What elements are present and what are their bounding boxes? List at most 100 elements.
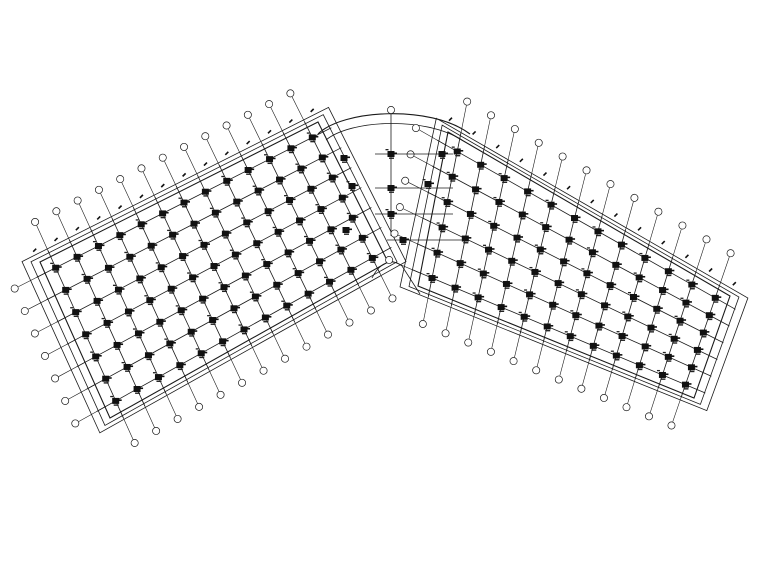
axis-bubble: [463, 97, 472, 106]
column-tag: [573, 318, 579, 321]
column-tag: [627, 291, 631, 294]
axis-leader: [601, 187, 610, 218]
column-marker: [612, 261, 622, 270]
column-block: [154, 374, 162, 381]
column-block: [130, 365, 134, 368]
column-tag: [595, 234, 601, 237]
column-marker: [346, 212, 359, 223]
column-tag: [116, 293, 122, 295]
column-block: [507, 176, 511, 179]
column-tag: [178, 197, 182, 199]
column-marker: [135, 219, 148, 230]
column-marker: [466, 210, 477, 219]
axis-bubble: [600, 394, 608, 402]
column-marker: [261, 259, 273, 269]
column-tag: [124, 251, 128, 254]
column-block: [560, 258, 568, 265]
column-tag: [389, 157, 394, 159]
column-tag: [253, 300, 259, 302]
column-tag: [385, 209, 389, 211]
grid-axis-line: [542, 201, 579, 343]
column-block: [251, 168, 255, 171]
column-tag: [170, 238, 176, 240]
column-block: [589, 271, 593, 274]
column-tag: [177, 368, 183, 371]
column-tag: [179, 313, 185, 316]
column-tag: [522, 320, 528, 322]
column-block: [440, 251, 444, 253]
column-block: [312, 239, 316, 242]
column-block: [445, 225, 449, 228]
column-block: [355, 216, 359, 218]
column-tag: [633, 272, 637, 274]
column-tag: [96, 249, 102, 251]
column-block: [347, 266, 355, 273]
column-marker: [595, 322, 605, 331]
column-block: [635, 274, 643, 281]
column-block: [653, 326, 657, 328]
grid-axis-line: [436, 139, 736, 310]
column-tag: [232, 311, 237, 314]
column-tag: [53, 271, 59, 273]
column-tag: [175, 305, 179, 307]
axis-leader: [627, 374, 637, 404]
axis-leader: [392, 261, 421, 274]
column-marker: [124, 251, 136, 262]
column-block: [258, 295, 262, 297]
dimension-tick: [708, 267, 713, 273]
column-marker: [281, 300, 293, 311]
column-block: [485, 246, 493, 253]
column-block: [233, 198, 241, 205]
column-tag: [164, 338, 168, 340]
column-marker: [136, 275, 146, 284]
column-block: [479, 270, 487, 277]
column-marker: [93, 297, 104, 306]
column-marker: [524, 188, 534, 197]
column-block: [647, 324, 655, 331]
column-tag: [50, 262, 54, 265]
axis-bubble: [61, 396, 70, 405]
column-tag: [584, 276, 590, 279]
column-marker: [179, 253, 189, 261]
column-block: [328, 174, 336, 181]
column-tag: [234, 205, 240, 207]
column-tag: [189, 335, 195, 337]
column-tag: [683, 388, 689, 390]
column-tag: [223, 237, 229, 239]
column-block: [100, 299, 104, 302]
grid-axis-line: [680, 284, 721, 398]
axis-leader: [423, 290, 430, 321]
column-block: [137, 221, 145, 228]
axis-leader: [491, 318, 499, 348]
column-block: [718, 296, 722, 298]
column-tag: [613, 268, 619, 270]
axis-leader: [248, 339, 263, 368]
column-marker: [229, 249, 242, 260]
column-tag: [545, 329, 551, 332]
column-block: [133, 385, 141, 392]
column-marker: [210, 263, 220, 271]
column-marker: [233, 198, 243, 207]
column-marker: [399, 237, 409, 245]
column-block: [141, 331, 145, 334]
column-marker: [338, 194, 349, 203]
axis-leader: [604, 365, 614, 395]
column-block: [254, 187, 262, 194]
column-tag: [317, 264, 323, 267]
column-tag: [330, 181, 336, 183]
column-tag: [654, 312, 660, 314]
column-block: [486, 272, 490, 274]
column-marker: [438, 151, 448, 159]
axis-leader: [291, 96, 306, 124]
dimension-tick: [310, 108, 315, 113]
axis-bubble: [152, 427, 161, 435]
column-block: [612, 352, 620, 359]
column-block: [121, 288, 125, 290]
column-marker: [195, 348, 208, 359]
column-tag: [370, 261, 376, 263]
column-tag: [572, 221, 578, 223]
column-block: [293, 146, 297, 149]
grid-axis-line: [611, 243, 650, 371]
column-tag: [306, 132, 310, 134]
column-tag: [596, 329, 602, 331]
